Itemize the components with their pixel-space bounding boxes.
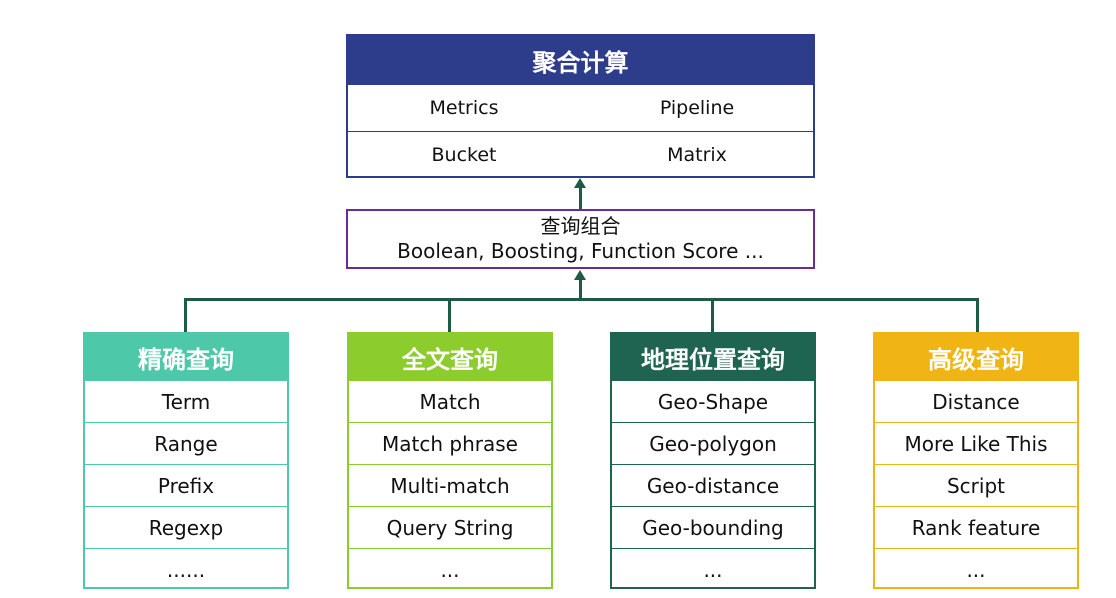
category-item: Match phrase bbox=[349, 422, 551, 465]
category-geo-query: 地理位置查询 Geo-Shape Geo-polygon Geo-distanc… bbox=[610, 332, 816, 589]
category-title: 高级查询 bbox=[875, 334, 1077, 380]
category-advanced-query: 高级查询 Distance More Like This Script Rank… bbox=[873, 332, 1079, 589]
category-item: Regexp bbox=[85, 506, 287, 549]
category-item: Distance bbox=[875, 380, 1077, 423]
category-item: ...... bbox=[85, 548, 287, 591]
aggregation-title: 聚合计算 bbox=[348, 36, 813, 84]
aggregation-box: 聚合计算 Metrics Pipeline Bucket Matrix bbox=[346, 34, 815, 178]
category-title: 地理位置查询 bbox=[612, 334, 814, 380]
query-combination-subtitle: Boolean, Boosting, Function Score ... bbox=[397, 239, 764, 263]
category-item: ... bbox=[612, 548, 814, 591]
category-item: Term bbox=[85, 380, 287, 423]
connector-line bbox=[711, 298, 714, 333]
category-item: ... bbox=[349, 548, 551, 591]
query-combination-title: 查询组合 bbox=[540, 214, 621, 238]
arrow-up-icon bbox=[574, 270, 586, 280]
category-item: Geo-polygon bbox=[612, 422, 814, 465]
connector-line bbox=[976, 298, 979, 333]
aggregation-metrics: Metrics bbox=[429, 97, 499, 119]
category-item: Geo-bounding bbox=[612, 506, 814, 549]
category-item: ... bbox=[875, 548, 1077, 591]
category-exact-query: 精确查询 Term Range Prefix Regexp ...... bbox=[83, 332, 289, 589]
category-item: Geo-Shape bbox=[612, 380, 814, 423]
category-item: Multi-match bbox=[349, 464, 551, 507]
query-combination-box: 查询组合 Boolean, Boosting, Function Score .… bbox=[346, 209, 815, 269]
category-item: Prefix bbox=[85, 464, 287, 507]
category-title: 精确查询 bbox=[85, 334, 287, 380]
category-item: More Like This bbox=[875, 422, 1077, 465]
aggregation-bucket: Bucket bbox=[431, 144, 497, 166]
arrow-up-icon bbox=[574, 178, 586, 188]
aggregation-pipeline: Pipeline bbox=[659, 97, 735, 119]
connector-bus bbox=[184, 298, 979, 301]
category-item: Match bbox=[349, 380, 551, 423]
category-item: Range bbox=[85, 422, 287, 465]
aggregation-matrix: Matrix bbox=[667, 144, 727, 166]
category-fulltext-query: 全文查询 Match Match phrase Multi-match Quer… bbox=[347, 332, 553, 589]
aggregation-row: Bucket Matrix bbox=[348, 131, 813, 178]
aggregation-row: Metrics Pipeline bbox=[348, 84, 813, 131]
category-item: Query String bbox=[349, 506, 551, 549]
connector-line bbox=[448, 298, 451, 333]
connector-line bbox=[579, 279, 582, 300]
connector-line bbox=[579, 188, 582, 209]
category-item: Rank feature bbox=[875, 506, 1077, 549]
category-title: 全文查询 bbox=[349, 334, 551, 380]
category-item: Script bbox=[875, 464, 1077, 507]
connector-line bbox=[184, 298, 187, 333]
category-item: Geo-distance bbox=[612, 464, 814, 507]
